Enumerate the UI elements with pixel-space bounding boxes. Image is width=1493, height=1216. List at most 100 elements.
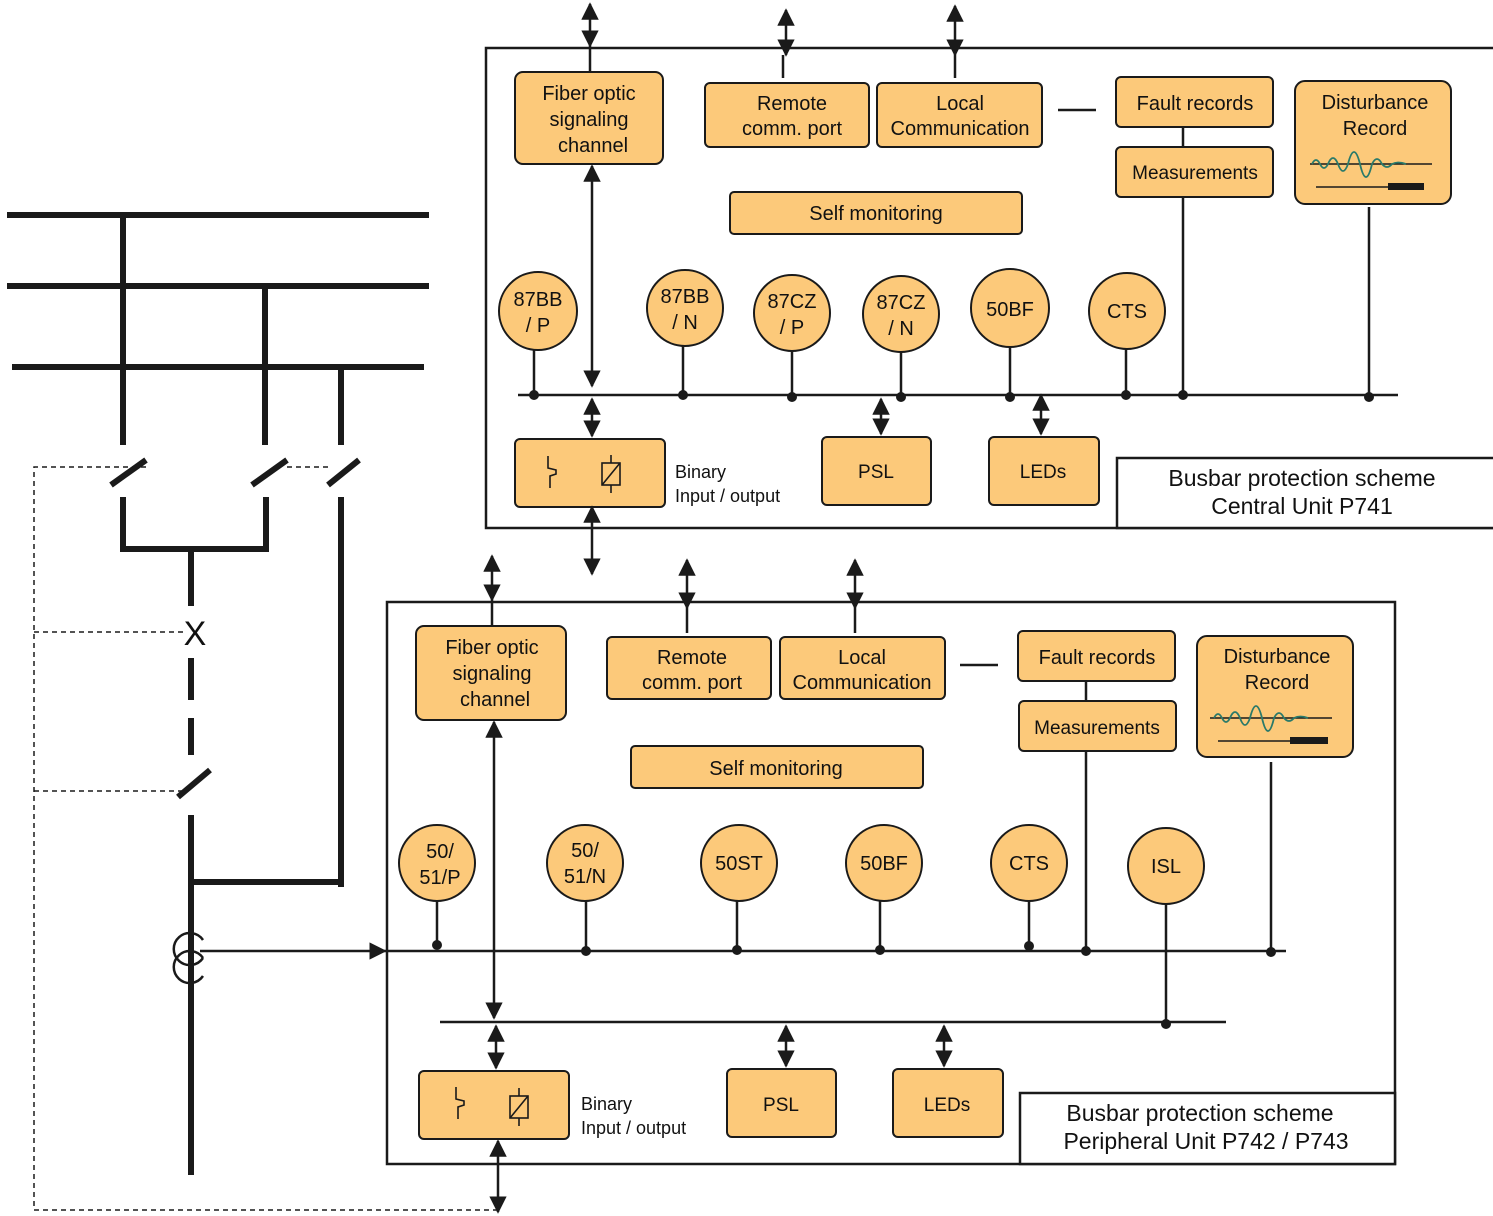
svg-text:50BF: 50BF — [986, 299, 1034, 321]
central-disturbance-record: Disturbance Record — [1294, 80, 1452, 205]
svg-text:/ N: / N — [672, 312, 698, 334]
central-function-87bb-n: 87BB / N — [646, 269, 724, 400]
svg-text:Communication: Communication — [891, 118, 1030, 140]
svg-text:ISL: ISL — [1151, 856, 1181, 878]
svg-text:Fault records: Fault records — [1137, 93, 1254, 115]
svg-text:Communication: Communication — [793, 672, 932, 694]
central-leds: LEDs — [988, 436, 1100, 506]
central-self-monitoring: Self monitoring — [729, 191, 1023, 235]
central-title-box — [1115, 456, 1493, 530]
binary-input-icon — [547, 456, 557, 488]
peripheral-function-50-51-p: 50/ 51/P — [398, 824, 476, 950]
svg-text:channel: channel — [460, 689, 530, 711]
central-binary-io-label-1: Binary — [675, 462, 726, 482]
svg-text:channel: channel — [558, 135, 628, 157]
svg-text:50/: 50/ — [426, 841, 454, 863]
svg-text:Disturbance: Disturbance — [1224, 646, 1331, 668]
svg-text:CTS: CTS — [1107, 301, 1147, 323]
relay-output-icon — [509, 1088, 529, 1126]
peripheral-disturbance-record: Disturbance Record — [1196, 635, 1354, 758]
peripheral-fiber-optic-channel: Fiber optic signaling channel — [415, 625, 567, 721]
peripheral-function-isl: ISL — [1127, 827, 1205, 1029]
peripheral-measurements: Measurements — [1018, 700, 1177, 752]
isolator-1 — [109, 457, 148, 488]
svg-text:Local: Local — [838, 647, 886, 669]
central-function-50bf: 50BF — [970, 268, 1050, 402]
peripheral-binary-io-label-2: Input / output — [581, 1118, 686, 1138]
peripheral-function-50st: 50ST — [700, 824, 778, 955]
single-line-diagram: X — [7, 212, 498, 1211]
central-psl: PSL — [821, 436, 932, 506]
peripheral-psl: PSL — [726, 1068, 837, 1138]
peripheral-title-box — [1018, 1091, 1397, 1166]
svg-text:87CZ: 87CZ — [768, 291, 817, 313]
peripheral-leds: LEDs — [892, 1068, 1004, 1138]
svg-text:comm. port: comm. port — [642, 672, 742, 694]
svg-text:Fiber optic: Fiber optic — [542, 83, 635, 105]
svg-text:Self monitoring: Self monitoring — [709, 758, 842, 780]
central-title-line2: Central Unit P741 — [1211, 493, 1393, 519]
svg-text:signaling: signaling — [550, 109, 629, 131]
peripheral-self-monitoring: Self monitoring — [630, 745, 924, 789]
svg-text:Disturbance: Disturbance — [1322, 92, 1429, 114]
svg-text:51/P: 51/P — [419, 867, 460, 889]
svg-text:CTS: CTS — [1009, 853, 1049, 875]
current-transformer-icon — [172, 931, 205, 985]
central-measurements: Measurements — [1115, 146, 1274, 198]
svg-text:/ N: / N — [888, 318, 914, 340]
svg-text:/ P: / P — [780, 317, 804, 339]
svg-text:PSL: PSL — [763, 1095, 799, 1116]
binary-input-icon — [455, 1087, 465, 1119]
central-function-cts: CTS — [1088, 272, 1166, 400]
central-fiber-optic-channel: Fiber optic signaling channel — [514, 71, 664, 165]
central-title-line1: Busbar protection scheme — [1168, 465, 1435, 491]
central-unit-frame — [484, 46, 1493, 530]
central-local-communication: Local Communication — [876, 82, 1043, 148]
peripheral-function-cts: CTS — [990, 824, 1068, 951]
peripheral-unit: Busbar protection scheme Peripheral Unit… — [385, 554, 1397, 1214]
svg-text:Remote: Remote — [657, 647, 727, 669]
central-unit: Busbar protection scheme Central Unit P7… — [484, 2, 1493, 576]
svg-text:Record: Record — [1343, 118, 1407, 140]
peripheral-binary-io — [418, 1070, 570, 1140]
svg-text:Self monitoring: Self monitoring — [809, 203, 942, 225]
waveform-icon — [1310, 151, 1432, 190]
svg-text:87BB: 87BB — [514, 289, 563, 311]
svg-text:LEDs: LEDs — [924, 1095, 970, 1116]
svg-text:signaling: signaling — [453, 663, 532, 685]
svg-text:87BB: 87BB — [661, 286, 710, 308]
relay-output-icon — [601, 455, 621, 493]
svg-text:Fault records: Fault records — [1039, 647, 1156, 669]
svg-text:comm. port: comm. port — [742, 118, 842, 140]
peripheral-title-line2: Peripheral Unit P742 / P743 — [1063, 1128, 1348, 1154]
svg-text:50/: 50/ — [571, 840, 599, 862]
svg-text:/ P: / P — [526, 315, 550, 337]
isolator-2 — [250, 457, 289, 488]
central-remote-comm-port: Remote comm. port — [704, 82, 870, 148]
peripheral-fault-records: Fault records — [1017, 630, 1176, 682]
central-fault-records: Fault records — [1115, 76, 1274, 128]
svg-text:Fiber optic: Fiber optic — [445, 637, 538, 659]
central-binary-io — [514, 438, 666, 508]
svg-text:LEDs: LEDs — [1020, 462, 1066, 483]
central-binary-io-label-2: Input / output — [675, 486, 780, 506]
peripheral-function-50bf: 50BF — [845, 824, 923, 955]
peripheral-local-communication: Local Communication — [779, 636, 946, 700]
peripheral-function-50-51-n: 50/ 51/N — [546, 824, 624, 956]
central-function-87cz-p: 87CZ / P — [753, 274, 831, 402]
isolator-3 — [326, 457, 361, 488]
isolator-4 — [176, 767, 212, 800]
svg-text:50ST: 50ST — [715, 853, 763, 875]
peripheral-remote-comm-port: Remote comm. port — [606, 636, 772, 700]
svg-text:Record: Record — [1245, 672, 1309, 694]
svg-text:50BF: 50BF — [860, 853, 908, 875]
svg-text:Remote: Remote — [757, 93, 827, 115]
svg-text:Measurements: Measurements — [1132, 163, 1258, 184]
svg-text:87CZ: 87CZ — [877, 292, 926, 314]
svg-text:51/N: 51/N — [564, 866, 606, 888]
circuit-breaker-symbol: X — [184, 615, 207, 653]
waveform-icon — [1210, 705, 1332, 744]
peripheral-unit-frame — [385, 600, 1397, 1166]
central-function-87cz-n: 87CZ / N — [862, 275, 940, 402]
